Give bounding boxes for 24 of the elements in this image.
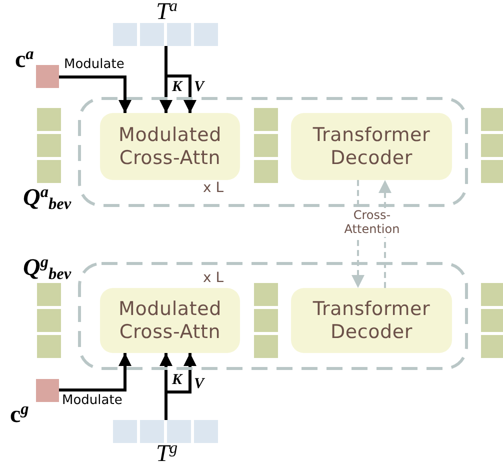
process-box: [291, 113, 452, 180]
box-label: Modulated Cross-Attn: [118, 124, 222, 170]
math-symbol: T$^{a}$: [156, 0, 178, 24]
edge-label: V: [194, 376, 204, 394]
arrow: [59, 353, 132, 392]
arrow: [164, 46, 196, 113]
edge-label: K: [172, 372, 182, 390]
repeat-label: x L: [203, 180, 224, 196]
edge-label: Modulate: [64, 58, 124, 73]
box-label: Transformer Decoder: [312, 124, 432, 170]
arrow: [164, 353, 196, 420]
box-label: Modulated Cross-Attn: [118, 298, 222, 344]
process-box: [100, 113, 240, 180]
math-symbol: c$^{a}$: [15, 48, 34, 72]
edge-label: Modulate: [62, 394, 122, 409]
repeat-label: x L: [203, 270, 224, 286]
edge-label: V: [194, 79, 204, 96]
process-box: [291, 288, 452, 353]
arrow: [59, 76, 132, 113]
process-box: [100, 288, 240, 353]
math-symbol: c$^{g}$: [10, 403, 29, 427]
box-label: Transformer Decoder: [312, 298, 432, 344]
edge-label: K: [172, 79, 182, 96]
math-symbol: T$^{g}$: [156, 442, 178, 466]
